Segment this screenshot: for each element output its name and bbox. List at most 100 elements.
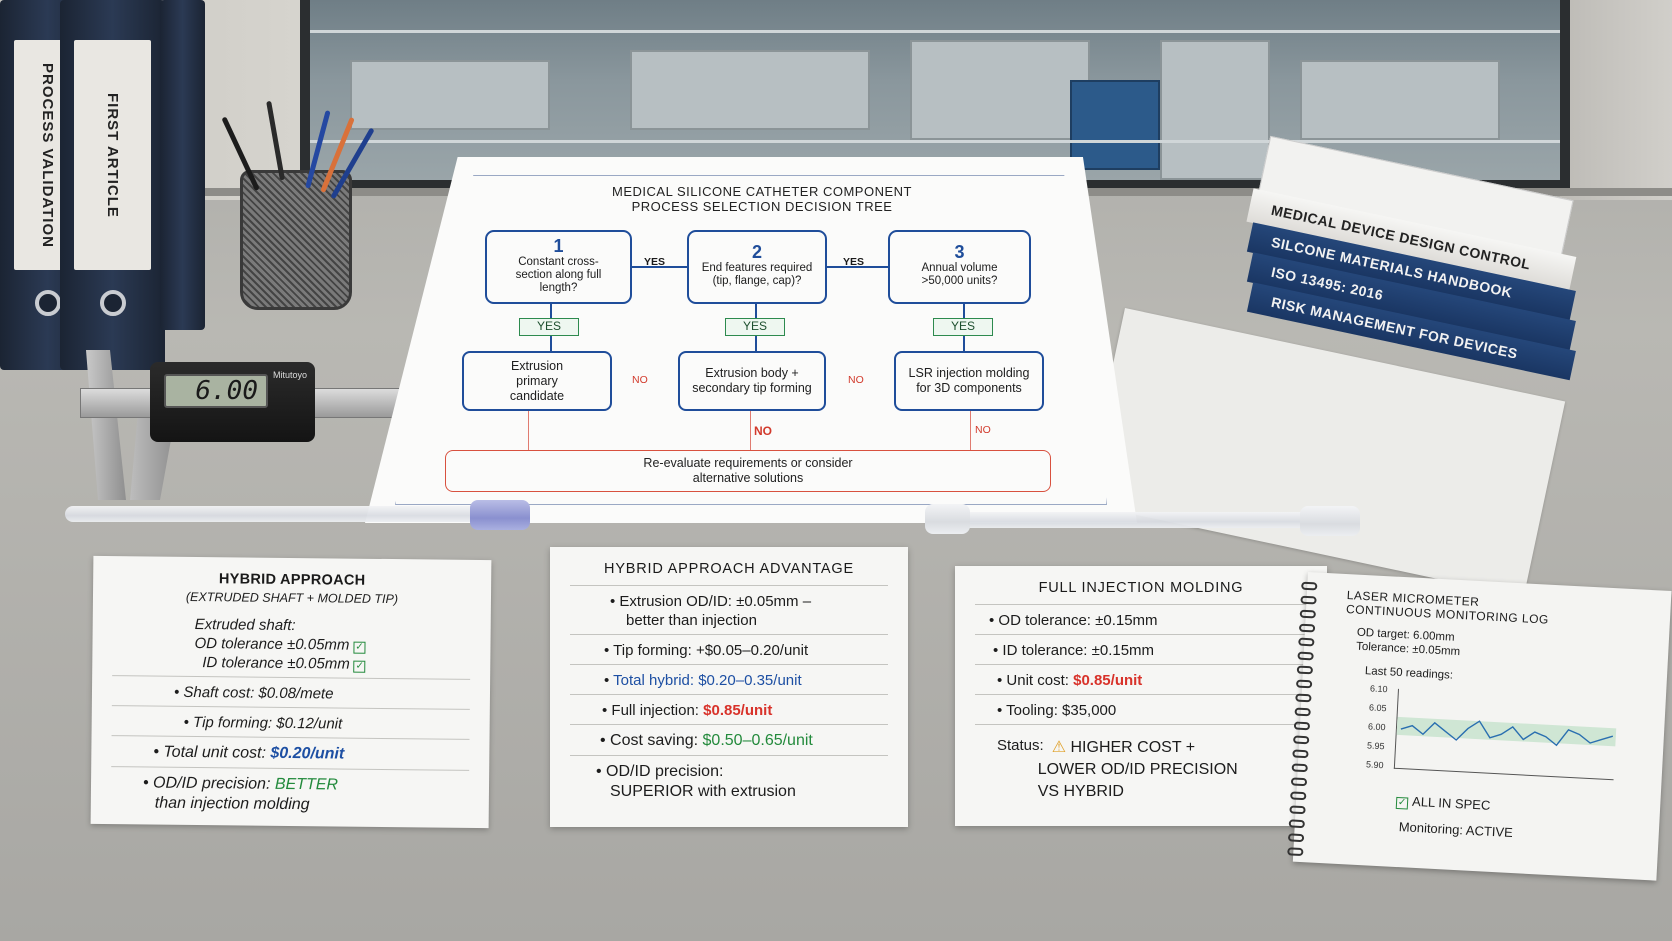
check-icon: ✓ [353, 660, 366, 673]
spiral-ring [1293, 721, 1311, 731]
no-arrow [528, 411, 529, 450]
inj-text: OD tolerance: ±0.15mm [998, 612, 1158, 629]
shaft-label: Extruded shaft: [194, 615, 296, 635]
status-label: Status: [997, 737, 1044, 754]
check-icon: ✓ [353, 641, 366, 654]
precision-line: • OD/ID precision: BETTER [142, 774, 339, 794]
digital-caliper: 6.00 Mitutoyo [150, 362, 315, 442]
result-extrusion: Extrusion primary candidate [462, 351, 612, 411]
y-tick: 5.90 [1365, 759, 1384, 771]
spiral-ring [1290, 777, 1308, 787]
binder-ring [99, 290, 126, 316]
spiral-ring [1298, 637, 1315, 647]
divider [570, 694, 888, 695]
machine [350, 60, 550, 130]
decision-node-3: 3 Annual volume >50,000 units? [888, 230, 1031, 304]
no-arrow [970, 411, 971, 450]
status-line-1: ⚠ HIGHER COST + [1052, 737, 1238, 757]
tip-cost-text: Tip forming: $0.12/unit [193, 713, 343, 733]
pipe [310, 30, 1560, 33]
node-number: 3 [954, 242, 965, 262]
node-text: Annual volume >50,000 units? [921, 262, 998, 287]
spiral-ring [1295, 679, 1313, 689]
adv-line-1b: better than injection [626, 612, 757, 629]
divider [975, 724, 1307, 725]
adv-line-4: • Full injection: $0.85/unit [602, 702, 773, 719]
spiral-ring [1287, 833, 1305, 843]
divider [975, 634, 1307, 635]
precision-label: OD/ID precision: [152, 774, 275, 793]
divider [975, 664, 1307, 665]
divider [975, 604, 1307, 605]
card-title: FULL INJECTION MOLDING [1038, 580, 1244, 596]
hybrid-advantage-card: HYBRID APPROACH ADVANTAGE • Extrusion OD… [550, 547, 908, 827]
full-injection-card: FULL INJECTION MOLDING • OD tolerance: ±… [955, 566, 1327, 826]
inj-od: • OD tolerance: ±0.15mm [989, 612, 1158, 629]
spiral-ring [1296, 665, 1314, 675]
caliper-brand: Mitutoyo [272, 370, 307, 380]
yes-box: YES [725, 318, 785, 336]
adv-line-2: • Tip forming: +$0.05–0.20/unit [604, 642, 809, 659]
flowchart-sheet [365, 157, 1137, 523]
machine [630, 50, 870, 130]
id-tolerance-line: ID tolerance ±0.05mm✓ [202, 654, 470, 674]
readings-label: Last 50 readings: [1364, 665, 1454, 682]
spec-status: ✓ALL IN SPEC [1395, 793, 1491, 814]
flowchart-subtitle: PROCESS SELECTION DECISION TREE [631, 199, 893, 214]
adv-text: Extrusion OD/ID: ±0.05mm – [619, 593, 812, 610]
pipe [310, 140, 1560, 143]
caliper-jaw [86, 350, 126, 500]
spiral-ring [1294, 707, 1311, 717]
node-number: 2 [751, 242, 762, 262]
warning-icon: ⚠ [1051, 739, 1067, 756]
spiral-ring [1298, 623, 1316, 633]
adv-text: OD/ID precision: [606, 763, 724, 780]
spiral-ring [1288, 819, 1306, 829]
total-label: Total unit cost: [163, 743, 271, 762]
adv-line-6: • OD/ID precision: [596, 763, 724, 780]
machine [1160, 40, 1270, 180]
y-tick: 6.05 [1368, 702, 1387, 714]
spiral-ring [1295, 693, 1312, 703]
machine [910, 40, 1090, 140]
yes-box: YES [933, 318, 993, 336]
divider [570, 755, 888, 756]
divider [111, 735, 470, 740]
no-label: NO [848, 374, 864, 386]
adv-label: Full injection: [611, 702, 704, 719]
total-value: $0.20/unit [270, 744, 345, 763]
spiral-ring [1300, 595, 1317, 605]
binder-label: FIRST ARTICLE [74, 40, 151, 270]
result-text: Extrusion primary candidate [509, 358, 565, 403]
inj-value: $0.85/unit [1073, 672, 1143, 689]
spiral-ring [1291, 763, 1308, 773]
shaft-cost: • Shaft cost: $0.08/mete [173, 683, 334, 703]
divider [111, 766, 470, 771]
binder [160, 0, 205, 330]
divider [975, 694, 1307, 695]
no-label: NO [754, 424, 772, 438]
hybrid-approach-card: HYBRID APPROACH (EXTRUDED SHAFT + MOLDED… [90, 555, 492, 829]
binder: FIRST ARTICLE [60, 0, 165, 370]
decision-node-2: 2 End features required (tip, flange, ca… [687, 230, 827, 304]
node-text: Constant cross-section along full length… [515, 255, 602, 294]
result-hybrid: Extrusion body + secondary tip forming [678, 351, 826, 411]
catheter-connector [925, 504, 970, 534]
precision-value: BETTER [274, 775, 339, 794]
catheter-connector [1300, 506, 1360, 536]
card-title: HYBRID APPROACH ADVANTAGE [604, 561, 854, 577]
node-number: 1 [553, 235, 564, 256]
spiral-ring [1290, 791, 1307, 801]
id-tolerance: ID tolerance ±0.05mm [202, 654, 350, 673]
monitoring-status: Monitoring: ACTIVE [1398, 819, 1514, 841]
reevaluate-text: Re-evaluate requirements or consider alt… [643, 456, 853, 485]
decision-node-1: 1 Constant cross-section along full leng… [485, 230, 632, 304]
factory-window [300, 0, 1570, 190]
adv-value: $0.85/unit [703, 702, 773, 719]
spiral-ring [1289, 805, 1306, 815]
spiral-ring [1299, 609, 1316, 619]
readings-chart [1393, 688, 1618, 781]
node-text: End features required (tip, flange, cap)… [701, 262, 813, 287]
no-label: NO [975, 424, 991, 436]
card-title: HYBRID APPROACH [218, 571, 366, 589]
